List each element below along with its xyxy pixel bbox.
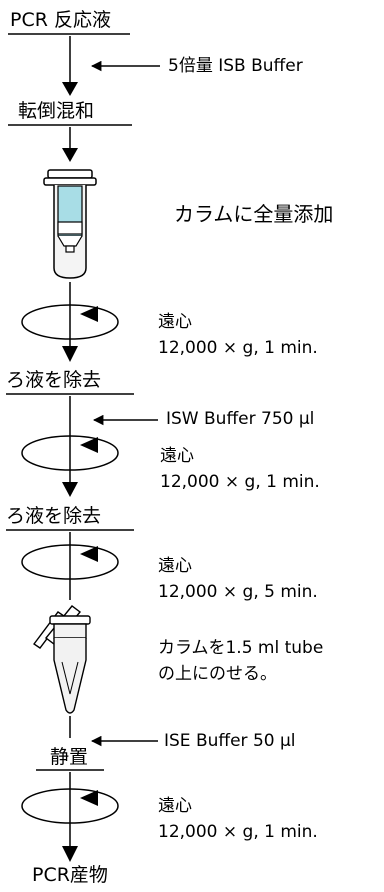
step-invert-mix: 転倒混和: [18, 100, 95, 122]
flow-arrowhead-4: [62, 482, 78, 497]
step-remove-filtrate-1: ろ液を除去: [6, 369, 102, 391]
isb-buffer-label: 5倍量 ISB Buffer: [168, 56, 303, 76]
isw-buffer-label: ISW Buffer 750 µl: [166, 409, 315, 429]
spin1-title: 遠心: [158, 312, 192, 332]
centrifuge-rotation-icon: [21, 304, 119, 340]
spin4-detail: 12,000 × g, 1 min.: [158, 822, 318, 842]
add-to-column-label: カラムに全量添加: [174, 202, 334, 226]
step-pcr-product: PCR産物: [32, 864, 108, 886]
spin1-detail: 12,000 × g, 1 min.: [158, 338, 318, 358]
spin2-detail: 12,000 × g, 1 min.: [160, 472, 320, 492]
spin-column-icon: [43, 169, 97, 279]
place-column-line1: カラムを1.5 ml tube: [158, 638, 324, 658]
flow-arrowhead-7: [62, 846, 78, 862]
step-pcr-reaction: PCR 反応液: [10, 9, 111, 31]
spin3-title: 遠心: [158, 556, 192, 576]
step-stand: 静置: [50, 746, 89, 768]
spin2-title: 遠心: [160, 446, 194, 466]
flow-arrowhead-1: [62, 82, 78, 96]
microtube-with-column-icon: [32, 605, 91, 714]
place-column-line2: の上にのせる。: [158, 664, 277, 684]
spin4-title: 遠心: [158, 796, 192, 816]
spin3-detail: 12,000 × g, 5 min.: [158, 582, 318, 602]
step-remove-filtrate-2: ろ液を除去: [6, 505, 102, 527]
flow-arrowhead-3: [62, 346, 78, 362]
centrifuge-rotation-icon: [21, 544, 119, 580]
flow-arrowhead-2: [62, 148, 78, 162]
centrifuge-rotation-icon: [21, 788, 119, 824]
ise-buffer-label: ISE Buffer 50 µl: [164, 731, 296, 751]
centrifuge-rotation-icon: [21, 435, 119, 471]
